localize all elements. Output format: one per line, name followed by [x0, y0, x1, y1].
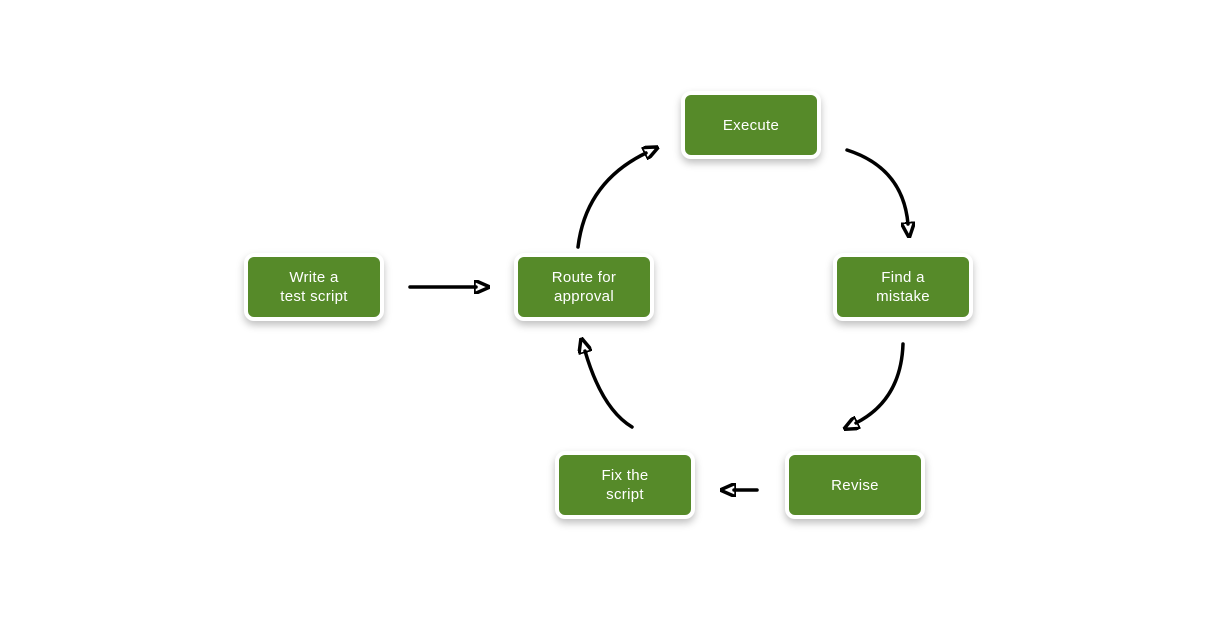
- node-revise: Revise: [785, 451, 925, 519]
- node-execute: Execute: [681, 91, 821, 159]
- arrow-execute-to-find: [845, 148, 908, 224]
- node-find-a-mistake: Find a mistake: [833, 253, 973, 321]
- node-fix-the-script: Fix the script: [555, 451, 695, 519]
- node-write-test-script: Write a test script: [244, 253, 384, 321]
- node-execute-label: Execute: [722, 116, 780, 134]
- node-route-for-approval: Route for approval: [514, 253, 654, 321]
- node-write-test-script-label: Write a test script: [280, 269, 348, 305]
- node-fix-the-script-label: Fix the script: [601, 467, 649, 503]
- node-revise-label: Revise: [831, 476, 879, 494]
- arrow-fix-to-route: [585, 351, 634, 429]
- arrow-route-to-execute: [576, 153, 646, 249]
- node-find-a-mistake-label: Find a mistake: [876, 269, 930, 305]
- arrow-find-to-revise: [856, 342, 905, 423]
- node-route-for-approval-label: Route for approval: [551, 269, 617, 305]
